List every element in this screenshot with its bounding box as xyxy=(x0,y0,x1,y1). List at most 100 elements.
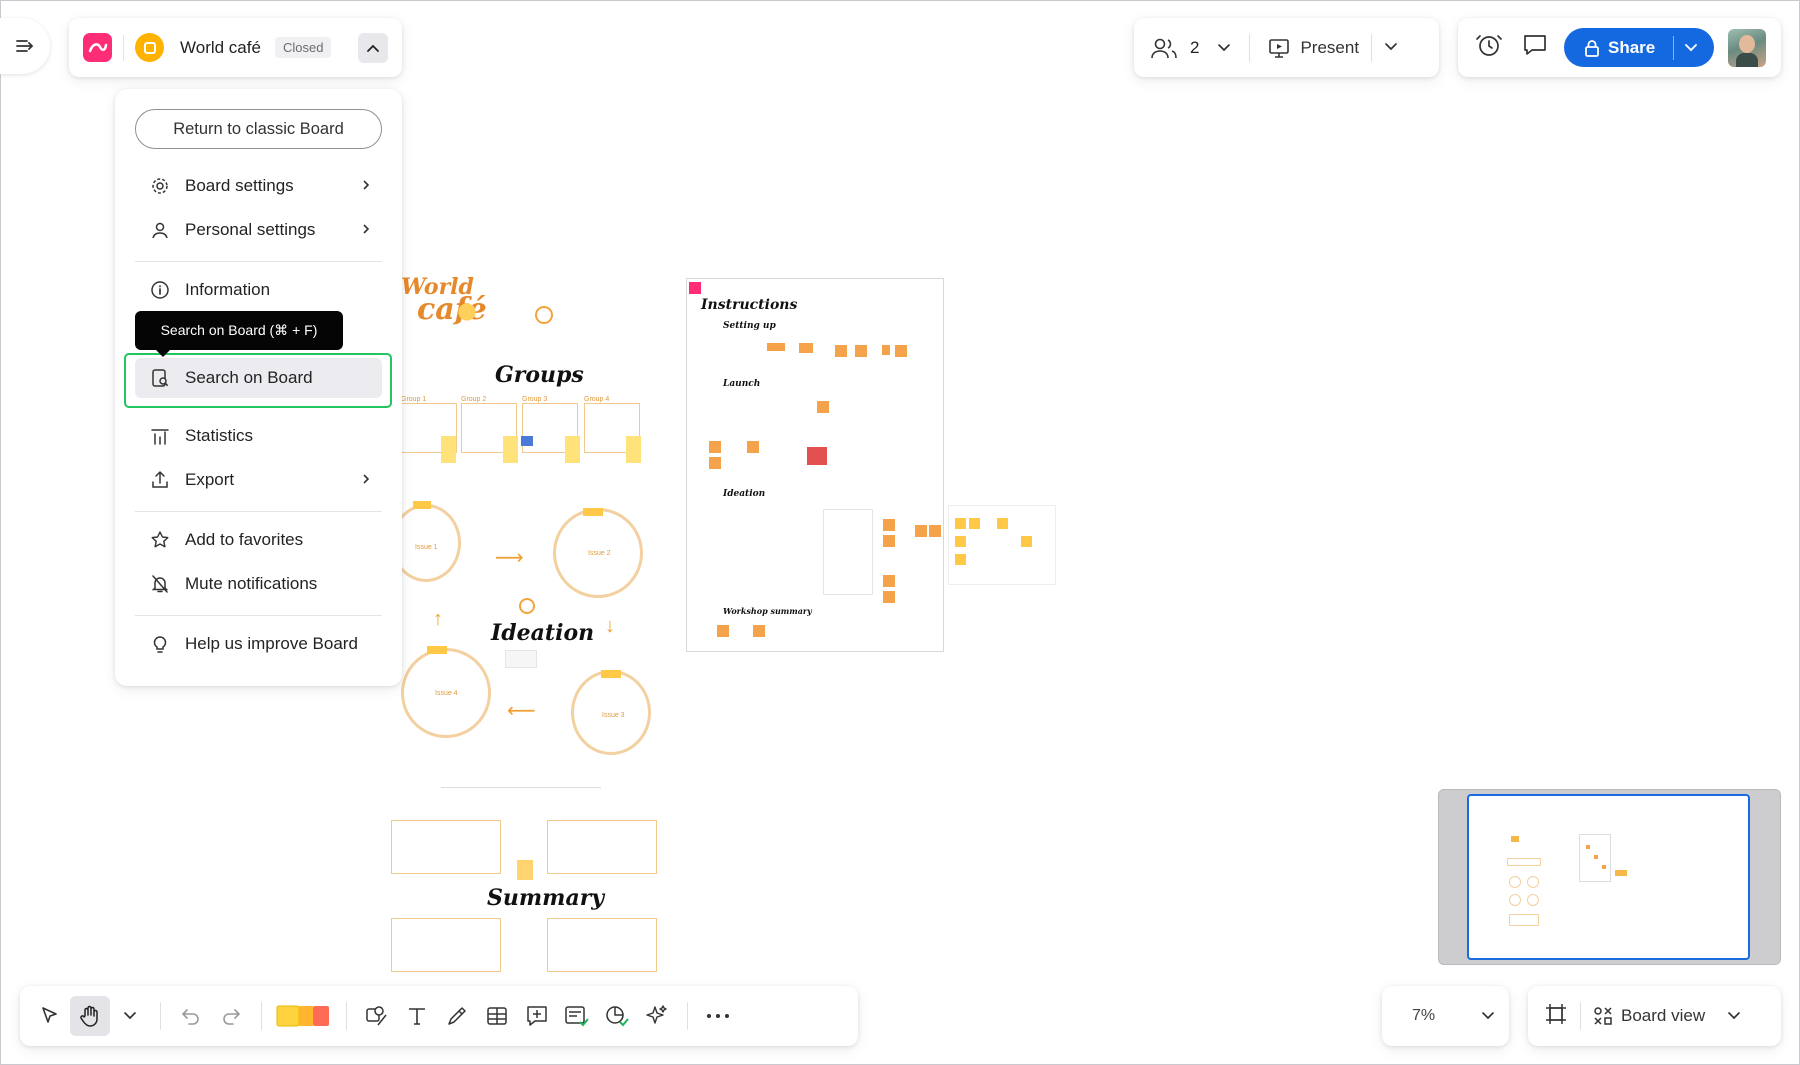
separator xyxy=(346,1002,347,1030)
instructions-frame[interactable]: Instructions Setting up Launch Ideation … xyxy=(686,278,944,652)
sticky-notes-tool[interactable] xyxy=(272,996,336,1036)
menu-item-mute[interactable]: Mute notifications xyxy=(135,564,382,604)
template-card xyxy=(823,509,873,595)
menu-item-label: Search on Board xyxy=(185,368,313,387)
redo-button[interactable] xyxy=(211,996,251,1036)
menu-item-favorites[interactable]: Add to favorites xyxy=(135,520,382,560)
sticky-note[interactable] xyxy=(441,436,456,463)
yellow-note xyxy=(955,554,966,565)
more-tools-button[interactable] xyxy=(698,996,738,1036)
logo-icon xyxy=(88,42,107,52)
minimap-viewport[interactable] xyxy=(1467,794,1750,960)
timer-icon xyxy=(519,598,535,614)
instructions-title: Instructions xyxy=(701,297,798,313)
separator xyxy=(1249,33,1251,62)
tool-options-button[interactable] xyxy=(110,996,150,1036)
template-tool[interactable] xyxy=(557,996,597,1036)
menu-item-information[interactable]: Information xyxy=(135,270,382,310)
sticky-note[interactable] xyxy=(565,436,580,463)
text-tool[interactable] xyxy=(397,996,437,1036)
chevron-right-icon xyxy=(362,176,370,196)
sidebar-toggle-button[interactable] xyxy=(0,18,50,74)
summary-zone xyxy=(391,918,501,972)
menu-item-label: Help us improve Board xyxy=(185,634,358,653)
select-tool[interactable] xyxy=(30,996,70,1036)
timer-button[interactable] xyxy=(1474,32,1504,63)
summary-title: Summary xyxy=(487,885,605,911)
hand-tool[interactable] xyxy=(70,996,110,1036)
comment-tool[interactable] xyxy=(517,996,557,1036)
divider xyxy=(441,787,601,788)
menu-item-label: Statistics xyxy=(185,426,254,445)
lock-icon xyxy=(1585,39,1599,57)
search-board-icon xyxy=(149,367,171,389)
menu-item-help[interactable]: Help us improve Board xyxy=(135,624,382,664)
separator xyxy=(261,1002,262,1030)
sticky-notes-icon xyxy=(276,1005,329,1027)
arrow-right-icon: ⟶ xyxy=(495,547,524,569)
menu-item-export[interactable]: Export xyxy=(135,460,382,500)
sticky-note[interactable] xyxy=(503,436,518,463)
menu-item-personal-settings[interactable]: Personal settings xyxy=(135,210,382,250)
undo-button[interactable] xyxy=(171,996,211,1036)
photo-thumbnail xyxy=(807,447,827,465)
menu-item-search[interactable]: Search on Board xyxy=(135,358,382,398)
share-label: Share xyxy=(1608,37,1656,57)
timer-alarm-icon xyxy=(1476,35,1502,56)
yellow-note xyxy=(997,518,1008,529)
orange-note xyxy=(717,625,729,637)
apps-tool[interactable] xyxy=(597,996,637,1036)
chevron-down-icon xyxy=(1385,42,1397,50)
shapes-tool[interactable] xyxy=(357,996,397,1036)
menu-item-board-settings[interactable]: Board settings xyxy=(135,166,382,206)
pen-tool[interactable] xyxy=(437,996,477,1036)
user-avatar[interactable] xyxy=(1728,28,1766,67)
avatar-body xyxy=(1736,52,1758,67)
menu-divider xyxy=(135,511,382,512)
group-label: Group 3 xyxy=(522,396,548,403)
share-button[interactable]: Share xyxy=(1564,28,1714,67)
separator xyxy=(123,34,124,61)
board-name[interactable]: World café xyxy=(180,37,261,57)
zoom-control[interactable]: 7% xyxy=(1382,986,1509,1046)
board-menu-toggle[interactable] xyxy=(358,32,388,63)
participants-button[interactable]: 2 xyxy=(1150,36,1231,60)
chevron-down-icon xyxy=(1482,1012,1494,1020)
minimap[interactable] xyxy=(1438,789,1781,965)
menu-item-label: Export xyxy=(185,470,235,489)
minimap-instructions-thumb xyxy=(1579,834,1611,882)
summary-zone xyxy=(391,820,501,874)
return-classic-button[interactable]: Return to classic Board xyxy=(135,109,382,149)
sun-icon xyxy=(447,292,487,332)
separator xyxy=(1580,1002,1581,1030)
groups-frame[interactable]: World café Groups Group 1 Group 2 Group … xyxy=(391,270,665,980)
frames-button[interactable] xyxy=(1544,1002,1568,1031)
more-icon xyxy=(707,1014,729,1018)
orange-note xyxy=(767,343,785,351)
gear-icon xyxy=(149,175,171,197)
table-tool[interactable] xyxy=(477,996,517,1036)
orange-note xyxy=(895,345,907,357)
add-comment-icon xyxy=(527,1006,547,1026)
text-icon xyxy=(409,1008,425,1025)
board-view-button[interactable]: Board view xyxy=(1593,1006,1741,1026)
separator xyxy=(160,1002,161,1030)
board-header: World café Closed xyxy=(69,18,402,77)
app-logo[interactable] xyxy=(83,33,112,62)
menu-item-statistics[interactable]: Statistics xyxy=(135,416,382,456)
brand-tag xyxy=(689,282,701,294)
comments-button[interactable] xyxy=(1522,33,1548,62)
board-view-label: Board view xyxy=(1621,1006,1706,1025)
orange-note xyxy=(835,345,847,357)
apps-icon xyxy=(606,1006,629,1027)
ai-tool[interactable] xyxy=(637,996,677,1036)
info-icon xyxy=(149,279,171,301)
step-title: Workshop summary xyxy=(723,606,812,616)
present-button[interactable]: Present xyxy=(1268,37,1359,59)
redo-icon xyxy=(223,1009,241,1025)
present-options-button[interactable] xyxy=(1384,39,1398,57)
chevron-down-icon[interactable] xyxy=(1684,43,1698,53)
chevron-down-icon xyxy=(1218,43,1231,51)
avatar-face xyxy=(1739,34,1755,53)
sticky-note[interactable] xyxy=(626,436,641,463)
